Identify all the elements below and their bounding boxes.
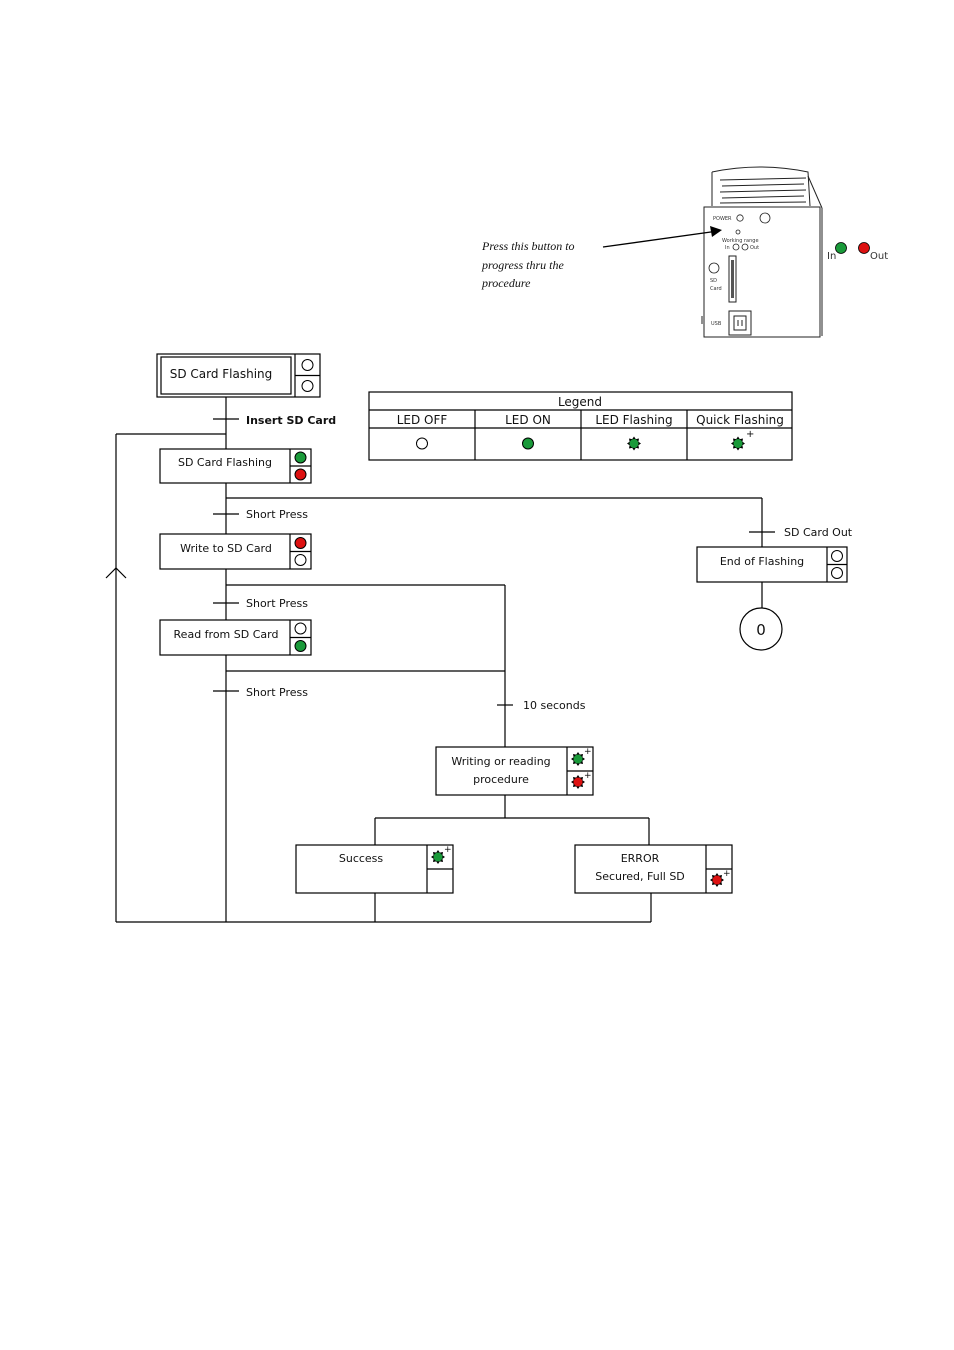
device-vent-icon xyxy=(711,166,823,336)
state-start-label: SD Card Flashing xyxy=(170,367,273,381)
state-end-of-flashing: End of Flashing xyxy=(696,546,848,583)
device-sd-label: SD xyxy=(710,278,717,284)
device-power-label: POWER xyxy=(713,216,732,222)
quick-plus-mark: + xyxy=(584,747,592,757)
device-out-led-icon xyxy=(741,243,749,251)
state-writing-or-reading-procedure: + + Writing or reading procedure xyxy=(435,746,594,796)
connector-lines xyxy=(115,397,763,923)
note-line-1: Press this button to xyxy=(481,239,575,253)
led-off-icon xyxy=(294,554,307,566)
quick-plus-mark: + xyxy=(584,771,592,781)
note-line-3: procedure xyxy=(481,276,531,290)
state-procedure-label-2: procedure xyxy=(473,773,529,786)
legend-quick-plus: + xyxy=(746,429,754,440)
note-line-2: progress thru the xyxy=(481,258,564,272)
led-off-icon xyxy=(294,622,307,635)
transition-bars xyxy=(213,418,775,706)
state-error-label-1: ERROR xyxy=(621,852,660,865)
led-red-on-icon xyxy=(294,468,307,481)
ground-symbol-icon xyxy=(759,212,771,224)
terminal-label: 0 xyxy=(756,621,766,639)
led-off-icon xyxy=(301,359,314,371)
return-arrow-icon xyxy=(105,567,127,579)
device-card-label: Card xyxy=(710,286,722,292)
sd-ground-icon xyxy=(708,262,720,274)
terminal-node: 0 xyxy=(739,607,783,651)
transition-10-seconds: 10 seconds xyxy=(523,699,586,712)
note-arrow-line xyxy=(602,230,719,248)
state-success-label: Success xyxy=(339,852,384,865)
led-green-on-icon xyxy=(294,451,307,464)
device-working-range-label: Working range xyxy=(722,238,759,244)
state-error-label-2: Secured, Full SD xyxy=(595,870,685,883)
device-usb-label: USB xyxy=(711,321,722,327)
legend-table: Legend LED OFF LED ON LED Flashing Quick… xyxy=(368,391,793,461)
led-green-quick-flash-icon xyxy=(431,850,445,864)
transition-short-press-2: Short Press xyxy=(246,597,308,610)
led-off-icon xyxy=(831,550,843,562)
progress-button-icon[interactable] xyxy=(735,229,741,235)
quick-plus-mark: + xyxy=(444,845,452,855)
state-sd-card-flashing-label: SD Card Flashing xyxy=(178,456,272,469)
legend-led-flashing-icon xyxy=(627,436,641,451)
device-panel xyxy=(703,206,821,338)
legend-col-led-flashing: LED Flashing xyxy=(595,413,672,427)
legend-col-led-on: LED ON xyxy=(505,413,551,427)
note-arrowhead-icon xyxy=(710,226,722,237)
quick-plus-mark: + xyxy=(723,869,731,879)
state-start: SD Card Flashing xyxy=(156,353,321,398)
device-out-small-label: Out xyxy=(750,245,759,251)
state-read-from-sd-card: Read from SD Card xyxy=(159,619,312,656)
device-in-led-icon xyxy=(732,243,740,251)
transition-short-press-1: Short Press xyxy=(246,508,308,521)
state-procedure-label-1: Writing or reading xyxy=(451,755,550,768)
transition-sd-card-out: SD Card Out xyxy=(784,526,853,539)
led-off-icon xyxy=(301,380,314,392)
led-red-on-icon xyxy=(294,537,307,549)
usb-port-icon xyxy=(728,310,752,336)
device-illustration: POWER Working range In Out SD Card USB P… xyxy=(481,166,888,338)
led-green-on-icon xyxy=(294,640,307,652)
led-red-quick-flash-icon xyxy=(710,873,724,887)
out-label: Out xyxy=(870,251,888,262)
legend-led-off-icon xyxy=(416,437,428,450)
led-green-quick-flash-icon xyxy=(571,752,585,766)
sd-slot-inner xyxy=(731,260,734,298)
transition-insert-sd-card: Insert SD Card xyxy=(246,414,336,427)
legend-quick-flashing-icon xyxy=(731,436,745,451)
state-end-label: End of Flashing xyxy=(720,555,804,568)
legend-title: Legend xyxy=(558,395,602,409)
power-led-icon xyxy=(736,214,744,222)
led-red-quick-flash-icon xyxy=(571,775,585,789)
device-in-small-label: In xyxy=(725,245,730,251)
in-label: In xyxy=(827,251,836,262)
in-led-green-icon xyxy=(835,242,847,254)
out-led-red-icon xyxy=(858,242,870,254)
state-sd-card-flashing: SD Card Flashing xyxy=(159,448,312,484)
legend-led-on-icon xyxy=(522,437,534,450)
transition-short-press-3: Short Press xyxy=(246,686,308,699)
state-write-label: Write to SD Card xyxy=(180,542,272,555)
state-write-to-sd-card: Write to SD Card xyxy=(159,533,312,570)
state-read-label: Read from SD Card xyxy=(174,628,279,641)
legend-col-quick-flashing: Quick Flashing xyxy=(696,413,784,427)
state-success: + Success xyxy=(295,844,454,894)
legend-col-led-off: LED OFF xyxy=(397,413,448,427)
led-off-icon xyxy=(831,567,843,579)
state-error: + ERROR Secured, Full SD xyxy=(574,844,733,894)
